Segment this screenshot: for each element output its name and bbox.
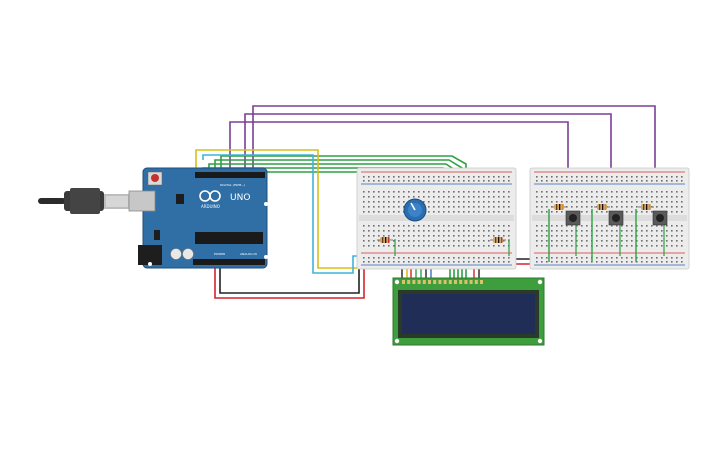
resistor-lcd-backlight[interactable] bbox=[377, 237, 393, 243]
breadboard-left-holes bbox=[363, 176, 510, 263]
arduino-analog-label: ANALOG IN bbox=[240, 252, 257, 256]
arduino-logo-icon bbox=[199, 190, 221, 202]
pushbutton-2[interactable] bbox=[608, 210, 624, 226]
wire-cyan[interactable] bbox=[202, 154, 366, 274]
arduino-uno-model: UNO bbox=[230, 193, 250, 203]
reset-button[interactable] bbox=[151, 174, 159, 182]
wire-purple-button-1[interactable] bbox=[229, 121, 569, 190]
resistor-lcd-2[interactable] bbox=[490, 237, 506, 243]
arduino-digital-label: DIGITAL (PWM~) bbox=[220, 183, 245, 187]
resistor-button-2[interactable] bbox=[594, 204, 610, 210]
wire-purple-button-3[interactable] bbox=[252, 105, 656, 190]
resistor-button-3[interactable] bbox=[638, 204, 654, 210]
lcd-16x2-icon[interactable] bbox=[392, 277, 545, 346]
wire-yellow[interactable] bbox=[195, 149, 408, 282]
button-ground-jumpers bbox=[394, 209, 665, 262]
arduino-power-label: POWER bbox=[214, 252, 225, 256]
lcd-pin-header bbox=[402, 280, 483, 284]
wire-purple-button-2[interactable] bbox=[244, 113, 612, 190]
resistor-button-1[interactable] bbox=[551, 204, 567, 210]
usb-cable-icon[interactable] bbox=[38, 188, 130, 214]
potentiometer-icon[interactable] bbox=[403, 198, 427, 222]
pushbutton-1[interactable] bbox=[565, 210, 581, 226]
arduino-uno-board[interactable]: UNO ARDUINO DIGITAL (PWM~) POWER ANALOG … bbox=[128, 167, 268, 269]
lcd-screen bbox=[402, 294, 535, 334]
arduino-logo-text: ARDUINO bbox=[201, 204, 220, 209]
pushbutton-3[interactable] bbox=[652, 210, 668, 226]
breadboard-left[interactable] bbox=[356, 167, 517, 270]
